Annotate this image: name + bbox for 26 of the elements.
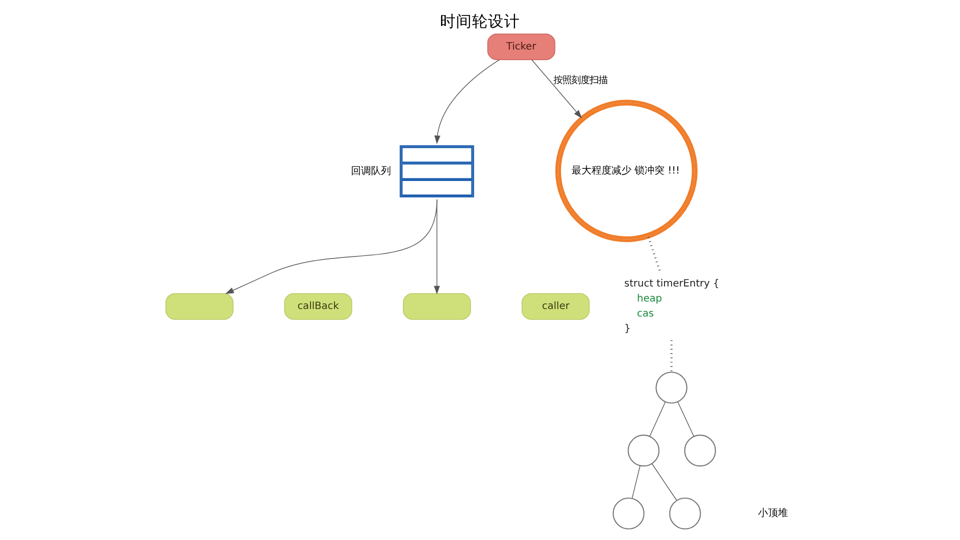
node-box [166, 293, 234, 320]
connector [647, 236, 662, 274]
node-label: 回调队列 [351, 166, 392, 177]
node-box: caller [522, 293, 590, 320]
node-circle: 最大程度减少 锁冲突 !!! [555, 100, 698, 242]
node-circle [669, 498, 701, 530]
connector [677, 402, 694, 437]
node-circle [656, 372, 688, 404]
edge-label: 按照刻度扫描 [553, 74, 608, 86]
node-text: struct timerEntry { heap cas } [624, 278, 720, 335]
node-circle [612, 498, 644, 530]
connector [670, 340, 673, 372]
connector [652, 463, 678, 501]
node-circle [684, 434, 716, 466]
node-box [402, 293, 471, 320]
arrow [434, 59, 500, 144]
node-circle [628, 434, 660, 466]
connector [649, 402, 666, 437]
arrow [531, 59, 582, 118]
connector [632, 465, 640, 499]
node-box: Ticker [487, 34, 556, 60]
arrow [225, 199, 438, 294]
diagram-title: 时间轮设计 [440, 12, 520, 31]
arrow [434, 199, 440, 294]
label: 小顶堆 [758, 508, 788, 520]
node-box: callBack [284, 293, 352, 320]
